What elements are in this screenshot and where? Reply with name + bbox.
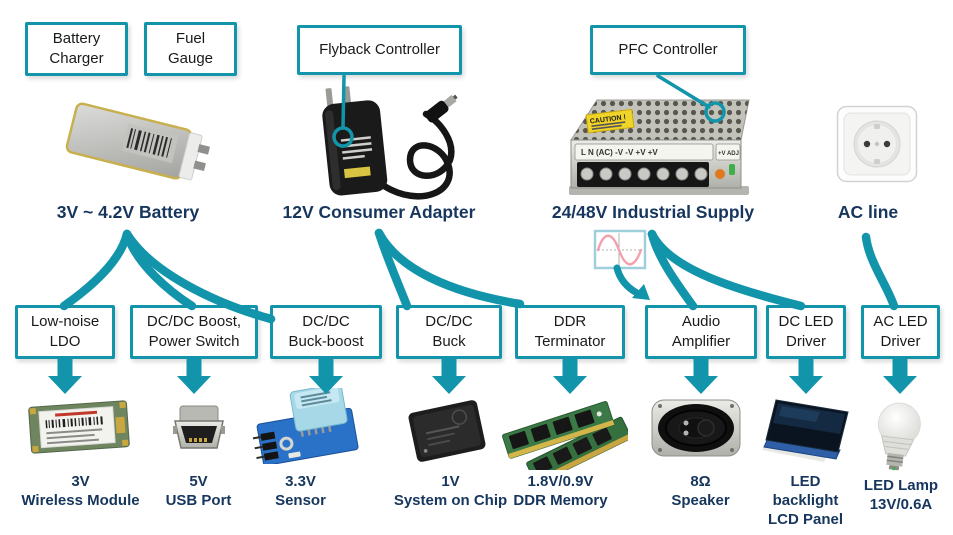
- converter-label-line: AC LED: [873, 313, 928, 330]
- converter-label-line: Amplifier: [671, 333, 731, 350]
- arrow-boost-to-usb: [177, 358, 211, 394]
- soc-chip-image: [400, 398, 495, 464]
- arrow-buck-to-soc: [432, 358, 466, 394]
- converter-label-line: Driver: [880, 333, 921, 350]
- converter-box-low-noise-ldo: Low-noise LDO: [15, 305, 115, 359]
- mini-usb-port-image: [167, 400, 231, 456]
- source-label-adapter: 12V Consumer Adapter: [282, 202, 476, 222]
- connector-battery-to-boost: [122, 229, 197, 311]
- arrow-ldo-to-wireless: [48, 358, 82, 394]
- callout-battery-charger: Battery Charger: [25, 22, 128, 76]
- converter-label-line: Driver: [786, 333, 826, 350]
- callout-pfc-controller: PFC Controller: [590, 25, 746, 75]
- sine-arrowhead: [632, 284, 650, 300]
- sensor-board-image: [250, 388, 362, 464]
- converter-box-audio-amplifier: Audio Amplifier: [645, 305, 757, 359]
- sine-wave-icon: [593, 229, 647, 270]
- callout-label-line: Battery: [52, 30, 101, 47]
- source-label-battery: 3V ~ 4.2V Battery: [56, 202, 200, 222]
- connector-industrial-to-dcled: [647, 229, 806, 311]
- converter-label-line: DDR: [553, 313, 587, 330]
- arrow-acled-to-bulb: [883, 358, 917, 394]
- connector-adapter-to-ddr-terminator: [374, 228, 525, 309]
- ac-wall-socket-image: [836, 105, 918, 183]
- speaker-image: [650, 398, 742, 458]
- arrow-dcled-to-lcd: [789, 358, 823, 394]
- callout-label-line: Charger: [49, 50, 104, 67]
- converter-box-dcdc-boost-power-switch: DC/DC Boost, Power Switch: [130, 305, 258, 359]
- terminal-markings: L N (AC) -V -V +V +V: [581, 148, 658, 157]
- lcd-panel-image: [760, 396, 852, 466]
- adj-marking: +V ADJ: [718, 151, 739, 157]
- converter-box-dc-led-driver: DC LED Driver: [766, 305, 846, 359]
- connector-adapter-to-buck: [374, 228, 412, 311]
- source-label-industrial-supply: 24/48V Industrial Supply: [551, 202, 755, 222]
- led-bulb-image: [866, 398, 930, 472]
- source-label-ac-line: AC line: [837, 202, 899, 222]
- ddr-memory-image: [500, 385, 628, 470]
- converter-box-ac-led-driver: AC LED Driver: [861, 305, 940, 359]
- industrial-psu-image: CAUTION ! L N (AC) -V -V +V +V +V ADJ: [563, 90, 758, 200]
- connector-ac-to-acled: [861, 232, 899, 311]
- converter-label-line: Power Switch: [148, 333, 240, 350]
- callout-fuel-gauge: Fuel Gauge: [144, 22, 237, 76]
- callout-label-line: PFC Controller: [618, 41, 718, 58]
- wireless-module-image: [26, 396, 132, 458]
- converter-label-line: LDO: [49, 333, 81, 350]
- converter-label-line: DC/DC Boost,: [146, 313, 242, 330]
- converter-box-dcdc-buck-boost: DC/DC Buck-boost: [270, 305, 382, 359]
- converter-label-line: Buck-boost: [288, 333, 364, 350]
- converter-label-line: Low-noise: [30, 313, 100, 330]
- sine-arrow: [613, 264, 641, 297]
- callout-label-line: Fuel: [175, 30, 206, 47]
- converter-label-line: DC/DC: [425, 313, 473, 330]
- connector-industrial-to-audio: [647, 229, 698, 311]
- converter-label-line: Audio: [681, 313, 721, 330]
- converter-label-line: DC LED: [778, 313, 834, 330]
- converter-box-dcdc-buck: DC/DC Buck: [396, 305, 502, 359]
- caution-label: CAUTION !: [590, 114, 627, 125]
- connector-battery-to-ldo: [59, 229, 132, 311]
- arrow-audio-to-speaker: [684, 358, 718, 394]
- converter-label-line: DC/DC: [302, 313, 350, 330]
- callout-flyback-controller: Flyback Controller: [297, 25, 462, 75]
- callout-label-line: Gauge: [167, 50, 214, 67]
- converter-box-ddr-terminator: DDR Terminator: [515, 305, 625, 359]
- converter-label-line: Terminator: [534, 333, 606, 350]
- lithium-battery-image: [62, 92, 212, 192]
- wall-adapter-image: [298, 80, 476, 206]
- converter-label-line: Buck: [432, 333, 466, 350]
- callout-label-line: Flyback Controller: [319, 41, 440, 58]
